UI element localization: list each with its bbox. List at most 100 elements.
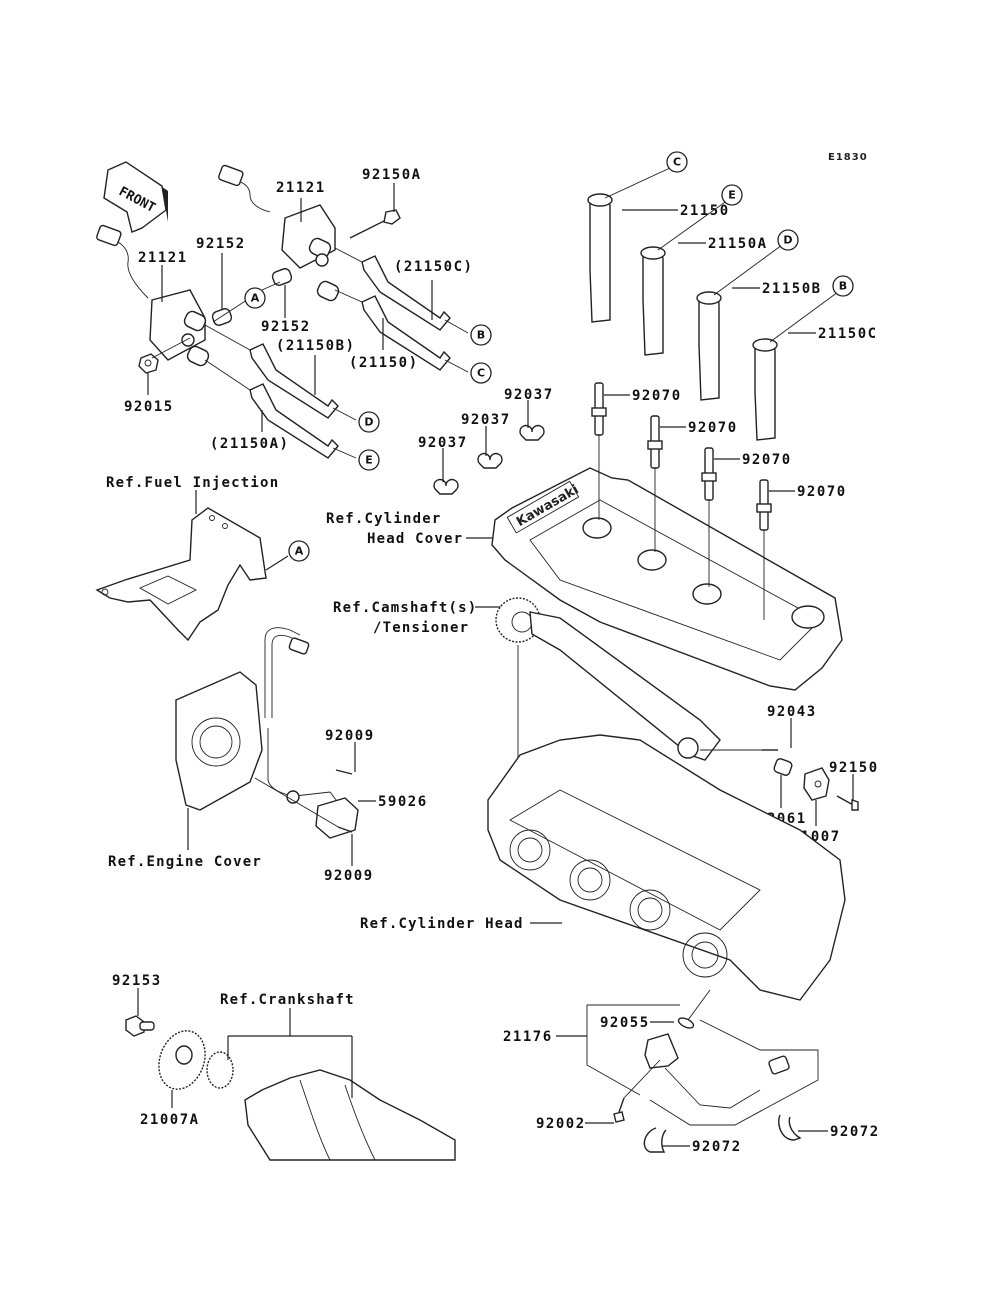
bolt-92009-bottom[interactable] [337,826,353,833]
label-92015[interactable]: 92015 [124,399,174,415]
plug-cap-21150-ref[interactable] [361,295,451,371]
timing-rotor-21007a[interactable] [151,1024,213,1095]
plug-cap-21150c-ref[interactable] [361,255,451,331]
pickup-coil-59026[interactable] [286,790,359,839]
label-92037-3[interactable]: 92037 [418,435,468,451]
svg-text:D: D [364,416,373,429]
ref-engine-cover[interactable]: Ref.Engine Cover [108,854,262,870]
bolt-92002[interactable] [613,1097,625,1123]
label-92037-2[interactable]: 92037 [461,412,511,428]
label-21150-paren[interactable]: (21150) [349,355,419,371]
label-92009-top[interactable]: 92009 [325,728,375,744]
label-92043[interactable]: 92043 [767,704,817,720]
label-92055[interactable]: 92055 [600,1015,650,1031]
svg-text:A: A [295,545,304,558]
plug-cap-21150a[interactable] [640,199,729,356]
cylinder-head-cover: Kawasaki [491,467,843,691]
label-92152-right[interactable]: 92152 [261,319,311,335]
ref-cylinder-head-cover-2[interactable]: Head Cover [367,531,463,547]
crank-sensor-21176[interactable] [644,1033,790,1109]
bolt-92009-top[interactable] [335,769,353,775]
callout-e-cap[interactable]: E [721,184,743,206]
oring-92055[interactable] [677,1016,695,1030]
camshaft [529,611,721,761]
label-92002[interactable]: 92002 [536,1116,586,1132]
plug-cap-21150a-ref[interactable] [249,383,339,459]
label-92153[interactable]: 92153 [112,973,162,989]
clamp-92037-3[interactable] [433,478,459,495]
label-92070-4[interactable]: 92070 [797,484,847,500]
bolt-92153[interactable] [125,1015,155,1037]
label-21121-rear[interactable]: 21121 [276,180,326,196]
label-21150b[interactable]: 21150B [762,281,822,297]
engine-cover [175,671,263,811]
bracket-21176 [586,1004,819,1126]
label-21150c[interactable]: 21150C [818,326,878,342]
ignition-coil-front[interactable] [96,224,211,368]
callout-a-bracket[interactable]: A [288,540,310,562]
label-92070-1[interactable]: 92070 [632,388,682,404]
crankshaft [244,1069,456,1161]
label-21150b-paren[interactable]: (21150B) [276,338,355,354]
ref-camshaft-1[interactable]: Ref.Camshaft(s) [333,600,477,616]
spark-plug-4[interactable] [756,479,772,531]
label-92009-bottom[interactable]: 92009 [324,868,374,884]
label-21150c-paren[interactable]: (21150C) [394,259,473,275]
spark-plug-1[interactable] [591,382,607,436]
label-92072-left[interactable]: 92072 [692,1139,742,1155]
ref-fuel-injection[interactable]: Ref.Fuel Injection [106,475,279,491]
clamp-92072-right[interactable] [778,1114,802,1141]
callout-b-cap[interactable]: B [832,275,854,297]
ref-crankshaft[interactable]: Ref.Crankshaft [220,992,355,1008]
label-92152-left[interactable]: 92152 [196,236,246,252]
label-92070-2[interactable]: 92070 [688,420,738,436]
svg-text:D: D [783,234,792,247]
label-21121-front[interactable]: 21121 [138,250,188,266]
label-92070-3[interactable]: 92070 [742,452,792,468]
clamp-92072-left[interactable] [643,1127,667,1153]
rotor-21007[interactable] [803,767,830,801]
callout-d-cap[interactable]: D [777,229,799,251]
ignition-coil-rear[interactable] [218,164,341,303]
collar-92152-right[interactable] [271,267,293,286]
callout-b-coil[interactable]: B [470,324,492,346]
plug-cap-21150b-ref[interactable] [249,343,339,419]
label-92150a[interactable]: 92150A [362,167,422,183]
clamp-92037-2[interactable] [477,452,503,469]
callout-c-coil[interactable]: C [470,362,492,384]
diagram-code: E1830 [828,152,868,163]
label-92037-1[interactable]: 92037 [504,387,554,403]
rotor-13061[interactable] [773,758,793,777]
fuel-injection-bracket [95,507,267,642]
ref-cylinder-head[interactable]: Ref.Cylinder Head [360,916,524,932]
svg-text:C: C [477,367,485,380]
svg-text:E: E [365,454,373,467]
ref-cylinder-head-cover-1[interactable]: Ref.Cylinder [326,511,442,527]
svg-text:B: B [839,280,847,293]
ref-camshaft-2[interactable]: /Tensioner [373,620,469,636]
plug-cap-21150b[interactable] [696,244,783,401]
bolt-92150a[interactable] [349,209,401,239]
label-21150[interactable]: 21150 [680,203,730,219]
spark-plug-2[interactable] [647,415,663,469]
label-21007a[interactable]: 21007A [140,1112,200,1128]
callout-d-coil[interactable]: D [358,411,380,433]
label-21176[interactable]: 21176 [503,1029,553,1045]
crankshaft-gear [206,1051,234,1089]
spark-plug-3[interactable] [701,447,717,501]
callout-e-coil[interactable]: E [358,449,380,471]
label-21150a-paren[interactable]: (21150A) [210,436,289,452]
bolt-92150[interactable] [836,795,859,811]
plug-cap-21150c[interactable] [752,291,839,441]
callout-a-coil[interactable]: A [244,287,266,309]
svg-text:C: C [673,156,681,169]
callout-c-cap[interactable]: C [666,151,688,173]
label-21150a[interactable]: 21150A [708,236,768,252]
label-59026[interactable]: 59026 [378,794,428,810]
collar-92152-left[interactable] [211,307,233,326]
label-92150[interactable]: 92150 [829,760,879,776]
plug-cap-21150[interactable] [587,167,671,323]
nut-92015[interactable] [138,353,159,374]
clamp-92037-1[interactable] [519,424,545,441]
label-92072-right[interactable]: 92072 [830,1124,880,1140]
